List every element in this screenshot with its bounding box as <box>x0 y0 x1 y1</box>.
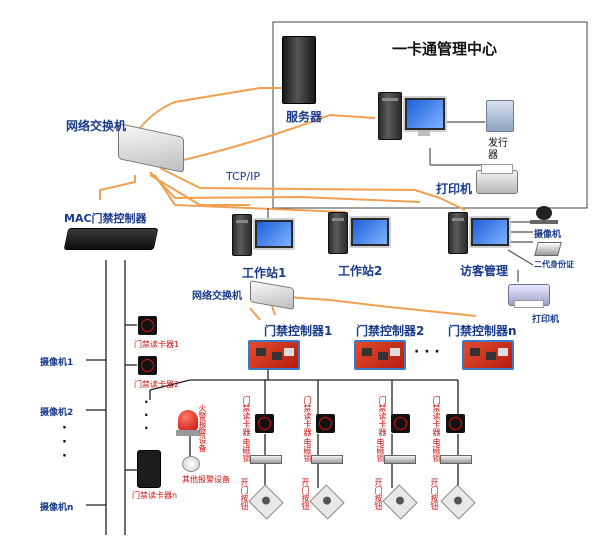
magnetic-lock-1-icon <box>250 455 282 464</box>
door-reader-label-1: 门禁读卡器 <box>242 396 251 436</box>
printer-top-label: 打印机 <box>436 182 473 196</box>
workstation2-label: 工作站2 <box>338 264 383 278</box>
door-lock-label-1: 电磁锁 <box>242 438 251 462</box>
left-reader2-label: 门禁读卡器2 <box>134 380 180 389</box>
door-reader-1-icon <box>255 414 274 433</box>
magnetic-lock-4-icon <box>440 455 472 464</box>
fire-alarm-light-icon <box>178 410 198 430</box>
bus-lines <box>86 260 459 535</box>
controller-ellipsis: · · · <box>414 344 440 360</box>
controller-board-1-icon <box>248 340 300 370</box>
switch-top-label: 网络交换机 <box>66 119 127 133</box>
server-icon <box>282 36 316 104</box>
door-reader-4-icon <box>446 414 465 433</box>
door-button-label-1: 开门按钮 <box>240 478 249 510</box>
controller-board-2-icon <box>354 340 406 370</box>
left-readern-label: 门禁读卡器n <box>132 491 178 500</box>
reader-dots: ··· <box>144 395 149 435</box>
door-button-label-2: 开门按钮 <box>301 478 310 510</box>
camera1-label: 摄像机1 <box>40 358 74 368</box>
fire-alarm-label: 火警报警设备 <box>198 404 207 452</box>
mac-controller-label: MAC门禁控制器 <box>64 212 147 225</box>
cameran-label: 摄像机n <box>40 503 74 513</box>
id-card-reader-icon <box>534 242 562 256</box>
door-lock-label-3: 电磁锁 <box>376 438 385 462</box>
server-label: 服务器 <box>286 110 323 124</box>
door-button-label-4: 开门按钮 <box>430 478 439 510</box>
controller2-label: 门禁控制器2 <box>356 324 425 338</box>
tcpip-label: TCP/IP <box>226 170 260 183</box>
workstation2-tower-icon <box>328 212 348 254</box>
workstation1-label: 工作站1 <box>242 266 287 280</box>
left-reader1-label: 门禁读卡器1 <box>134 340 180 349</box>
door-lock-label-4: 电磁锁 <box>432 438 441 462</box>
door-lock-label-2: 电磁锁 <box>303 438 312 462</box>
switch-mid-label: 网络交换机 <box>192 291 242 302</box>
other-alarm-label: 其他报警设备 <box>182 475 230 484</box>
workstation2-monitor-icon <box>349 216 391 248</box>
management-center-box <box>272 21 588 209</box>
issuer-label: 发行器 <box>488 138 508 161</box>
camera-dots: ··· <box>62 421 67 464</box>
center-title: 一卡通管理中心 <box>392 40 498 58</box>
door-reader-3-icon <box>391 414 410 433</box>
door-button-label-3: 开门按钮 <box>374 478 383 510</box>
door-reader-label-2: 门禁读卡器 <box>303 396 312 436</box>
id-card-label: 二代身份证 <box>534 260 574 269</box>
other-alarm-icon <box>182 456 200 472</box>
controllern-label: 门禁控制器n <box>448 324 517 338</box>
reader-1-icon <box>138 316 157 335</box>
door-reader-label-4: 门禁读卡器 <box>432 396 441 436</box>
workstation1-tower-icon <box>232 214 252 256</box>
signal-lines <box>251 121 534 287</box>
visitor-label: 访客管理 <box>460 264 509 278</box>
camera2-label: 摄像机2 <box>40 408 74 418</box>
magnetic-lock-2-icon <box>311 455 343 464</box>
reader-2-icon <box>138 356 157 375</box>
mac-controller-device-icon <box>63 228 159 250</box>
management-pc-monitor-icon <box>403 96 447 132</box>
management-pc-tower-icon <box>378 92 402 140</box>
keypad-reader-icon <box>137 450 161 488</box>
visitor-pc-monitor-icon <box>469 216 511 248</box>
camera-right-label: 摄像机 <box>534 230 562 240</box>
workstation1-monitor-icon <box>253 218 295 250</box>
printer-right-label: 打印机 <box>532 315 560 325</box>
camera-icon <box>536 206 552 220</box>
magnetic-lock-3-icon <box>384 455 416 464</box>
controller1-label: 门禁控制器1 <box>264 324 333 338</box>
card-issuer-icon <box>486 100 514 132</box>
visitor-pc-tower-icon <box>448 212 468 254</box>
door-reader-label-3: 门禁读卡器 <box>378 396 387 436</box>
controller-board-n-icon <box>462 340 514 370</box>
door-reader-2-icon <box>316 414 335 433</box>
